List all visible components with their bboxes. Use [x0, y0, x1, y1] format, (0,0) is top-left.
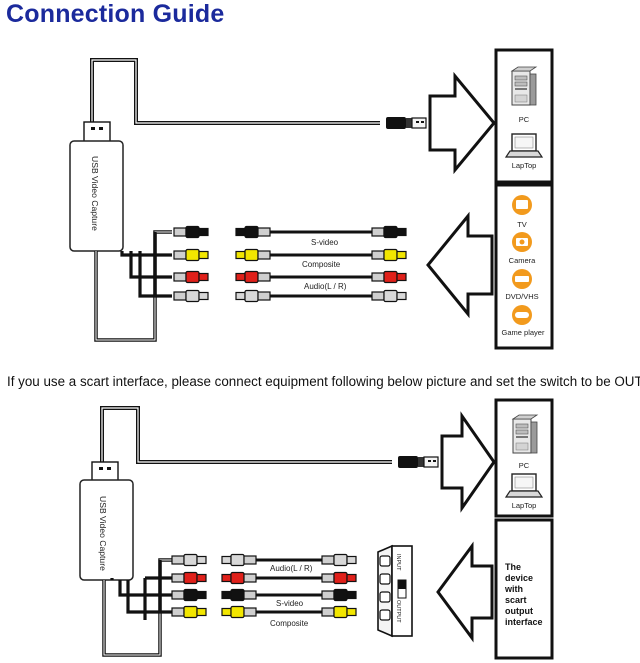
laptop-icon	[505, 133, 543, 158]
svideo-plug-b-mid-left	[221, 588, 257, 602]
yellow-plug-b-mid-right	[321, 605, 357, 619]
scart-device-box	[494, 518, 554, 660]
scart-adapter-icon	[377, 544, 413, 638]
red-plug-mid-right	[371, 270, 407, 284]
white-plug-b-mid-right	[321, 553, 357, 567]
device-label: USB Video Capture	[90, 156, 100, 231]
scart-input-label: INPUT	[395, 554, 401, 571]
yellow-plug-left	[173, 248, 209, 262]
scart-device-text-3: with	[504, 584, 523, 594]
svideo-plug-left	[173, 225, 209, 239]
pc-label: PC	[519, 115, 530, 124]
cable-label-svideo: S-video	[311, 238, 339, 247]
white-plug-mid-right	[371, 289, 407, 303]
red-plug-left	[173, 270, 209, 284]
yellow-plug-mid-left	[235, 248, 271, 262]
yellow-plug-b-left	[171, 605, 207, 619]
dvd-vhs-label: DVD/VHS	[505, 292, 538, 301]
yellow-plug-mid-right	[371, 248, 407, 262]
svideo-plug-mid-left	[235, 225, 271, 239]
white-plug-left	[173, 289, 209, 303]
usb-plug-icon	[397, 455, 439, 469]
cable-label-composite-b: Composite	[270, 619, 309, 628]
white-plug-b-left	[171, 553, 207, 567]
scart-device-text-1: The	[505, 562, 521, 572]
red-plug-b-left	[171, 571, 207, 585]
tv-label: TV	[517, 220, 527, 229]
laptop-label-2: LapTop	[512, 501, 537, 510]
cable-label-audio: Audio(L / R)	[304, 282, 347, 291]
white-plug-b-mid-left	[221, 553, 257, 567]
arrow-icon	[440, 411, 496, 513]
svideo-plug-b-mid-right	[321, 588, 357, 602]
arrow-icon	[436, 541, 494, 643]
red-plug-b-mid-left	[221, 571, 257, 585]
camera-label: Camera	[509, 256, 537, 265]
scart-device-text-2: device	[505, 573, 533, 583]
scart-device-text-4: scart	[505, 595, 527, 605]
red-plug-b-mid-right	[321, 571, 357, 585]
cable-label-svideo-b: S-video	[276, 599, 304, 608]
device-label-2: USB Video Capture	[98, 496, 108, 571]
svideo-plug-b-left	[171, 588, 207, 602]
usb-stick-icon	[83, 121, 111, 143]
yellow-plug-b-mid-left	[221, 605, 257, 619]
laptop-label: LapTop	[512, 161, 537, 170]
arrow-icon	[426, 211, 494, 319]
scart-output-label: OUTPUT	[395, 600, 401, 623]
pc-label-2: PC	[519, 461, 530, 470]
svideo-plug-mid-right	[371, 225, 407, 239]
usb-plug-icon	[385, 116, 427, 130]
cable-label-composite: Composite	[302, 260, 341, 269]
usb-video-capture-device-2	[79, 479, 134, 581]
cable-label-audio-b: Audio(L / R)	[270, 564, 313, 573]
page-title: Connection Guide	[6, 0, 225, 28]
scart-device-text-5: output	[505, 606, 533, 616]
white-plug-mid-left	[235, 289, 271, 303]
usb-stick-icon	[91, 461, 119, 483]
game-player-label: Game player	[502, 328, 545, 337]
arrow-icon	[428, 71, 496, 175]
scart-device-text-6: interface	[505, 617, 543, 627]
scart-instruction-text: If you use a scart interface, please con…	[7, 374, 640, 389]
laptop-icon	[505, 473, 543, 498]
red-plug-mid-left	[235, 270, 271, 284]
